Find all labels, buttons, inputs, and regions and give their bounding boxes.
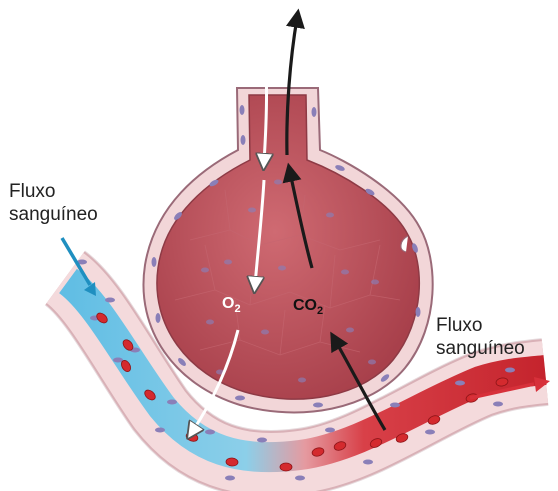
flow-in-line2: sanguíneo [5, 203, 120, 226]
flow-out-line2: sanguíneo [436, 337, 554, 360]
flow-out-label: Fluxo sanguíneo [436, 314, 554, 360]
flow-out-line1: Fluxo [436, 314, 554, 337]
flow-in-line1: Fluxo [5, 180, 120, 203]
flow-in-label: Fluxo sanguíneo [5, 180, 120, 226]
